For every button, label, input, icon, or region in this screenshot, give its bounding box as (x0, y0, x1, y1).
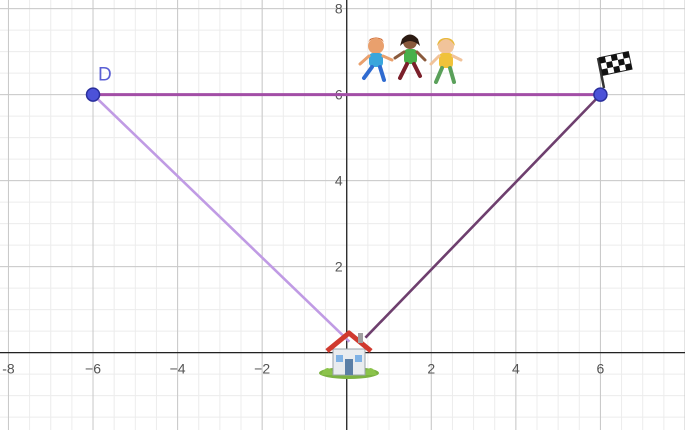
segments (92, 93, 602, 343)
x-tick-label: −2 (254, 361, 270, 377)
y-tick-label: 4 (335, 173, 343, 189)
x-tick-label: −4 (170, 361, 186, 377)
x-tick-label: -8 (2, 361, 15, 377)
y-tick-label: 8 (335, 1, 343, 17)
x-tick-label: 4 (512, 361, 520, 377)
point-r[interactable] (593, 87, 608, 102)
segment-d-house[interactable] (92, 93, 351, 343)
running-children-icon (358, 34, 463, 84)
points (85, 87, 608, 102)
segment-r-house[interactable] (364, 93, 602, 339)
checkered-flag-icon (596, 50, 633, 89)
x-tick-label: −6 (85, 361, 101, 377)
point-label-d: D (98, 65, 112, 86)
y-tick-label: 2 (335, 259, 343, 275)
tick-labels: -8−6−4−22462468 (2, 1, 604, 377)
house-icon (319, 330, 379, 379)
x-tick-label: 2 (427, 361, 435, 377)
x-tick-label: 6 (597, 361, 605, 377)
point-d[interactable] (85, 87, 101, 102)
